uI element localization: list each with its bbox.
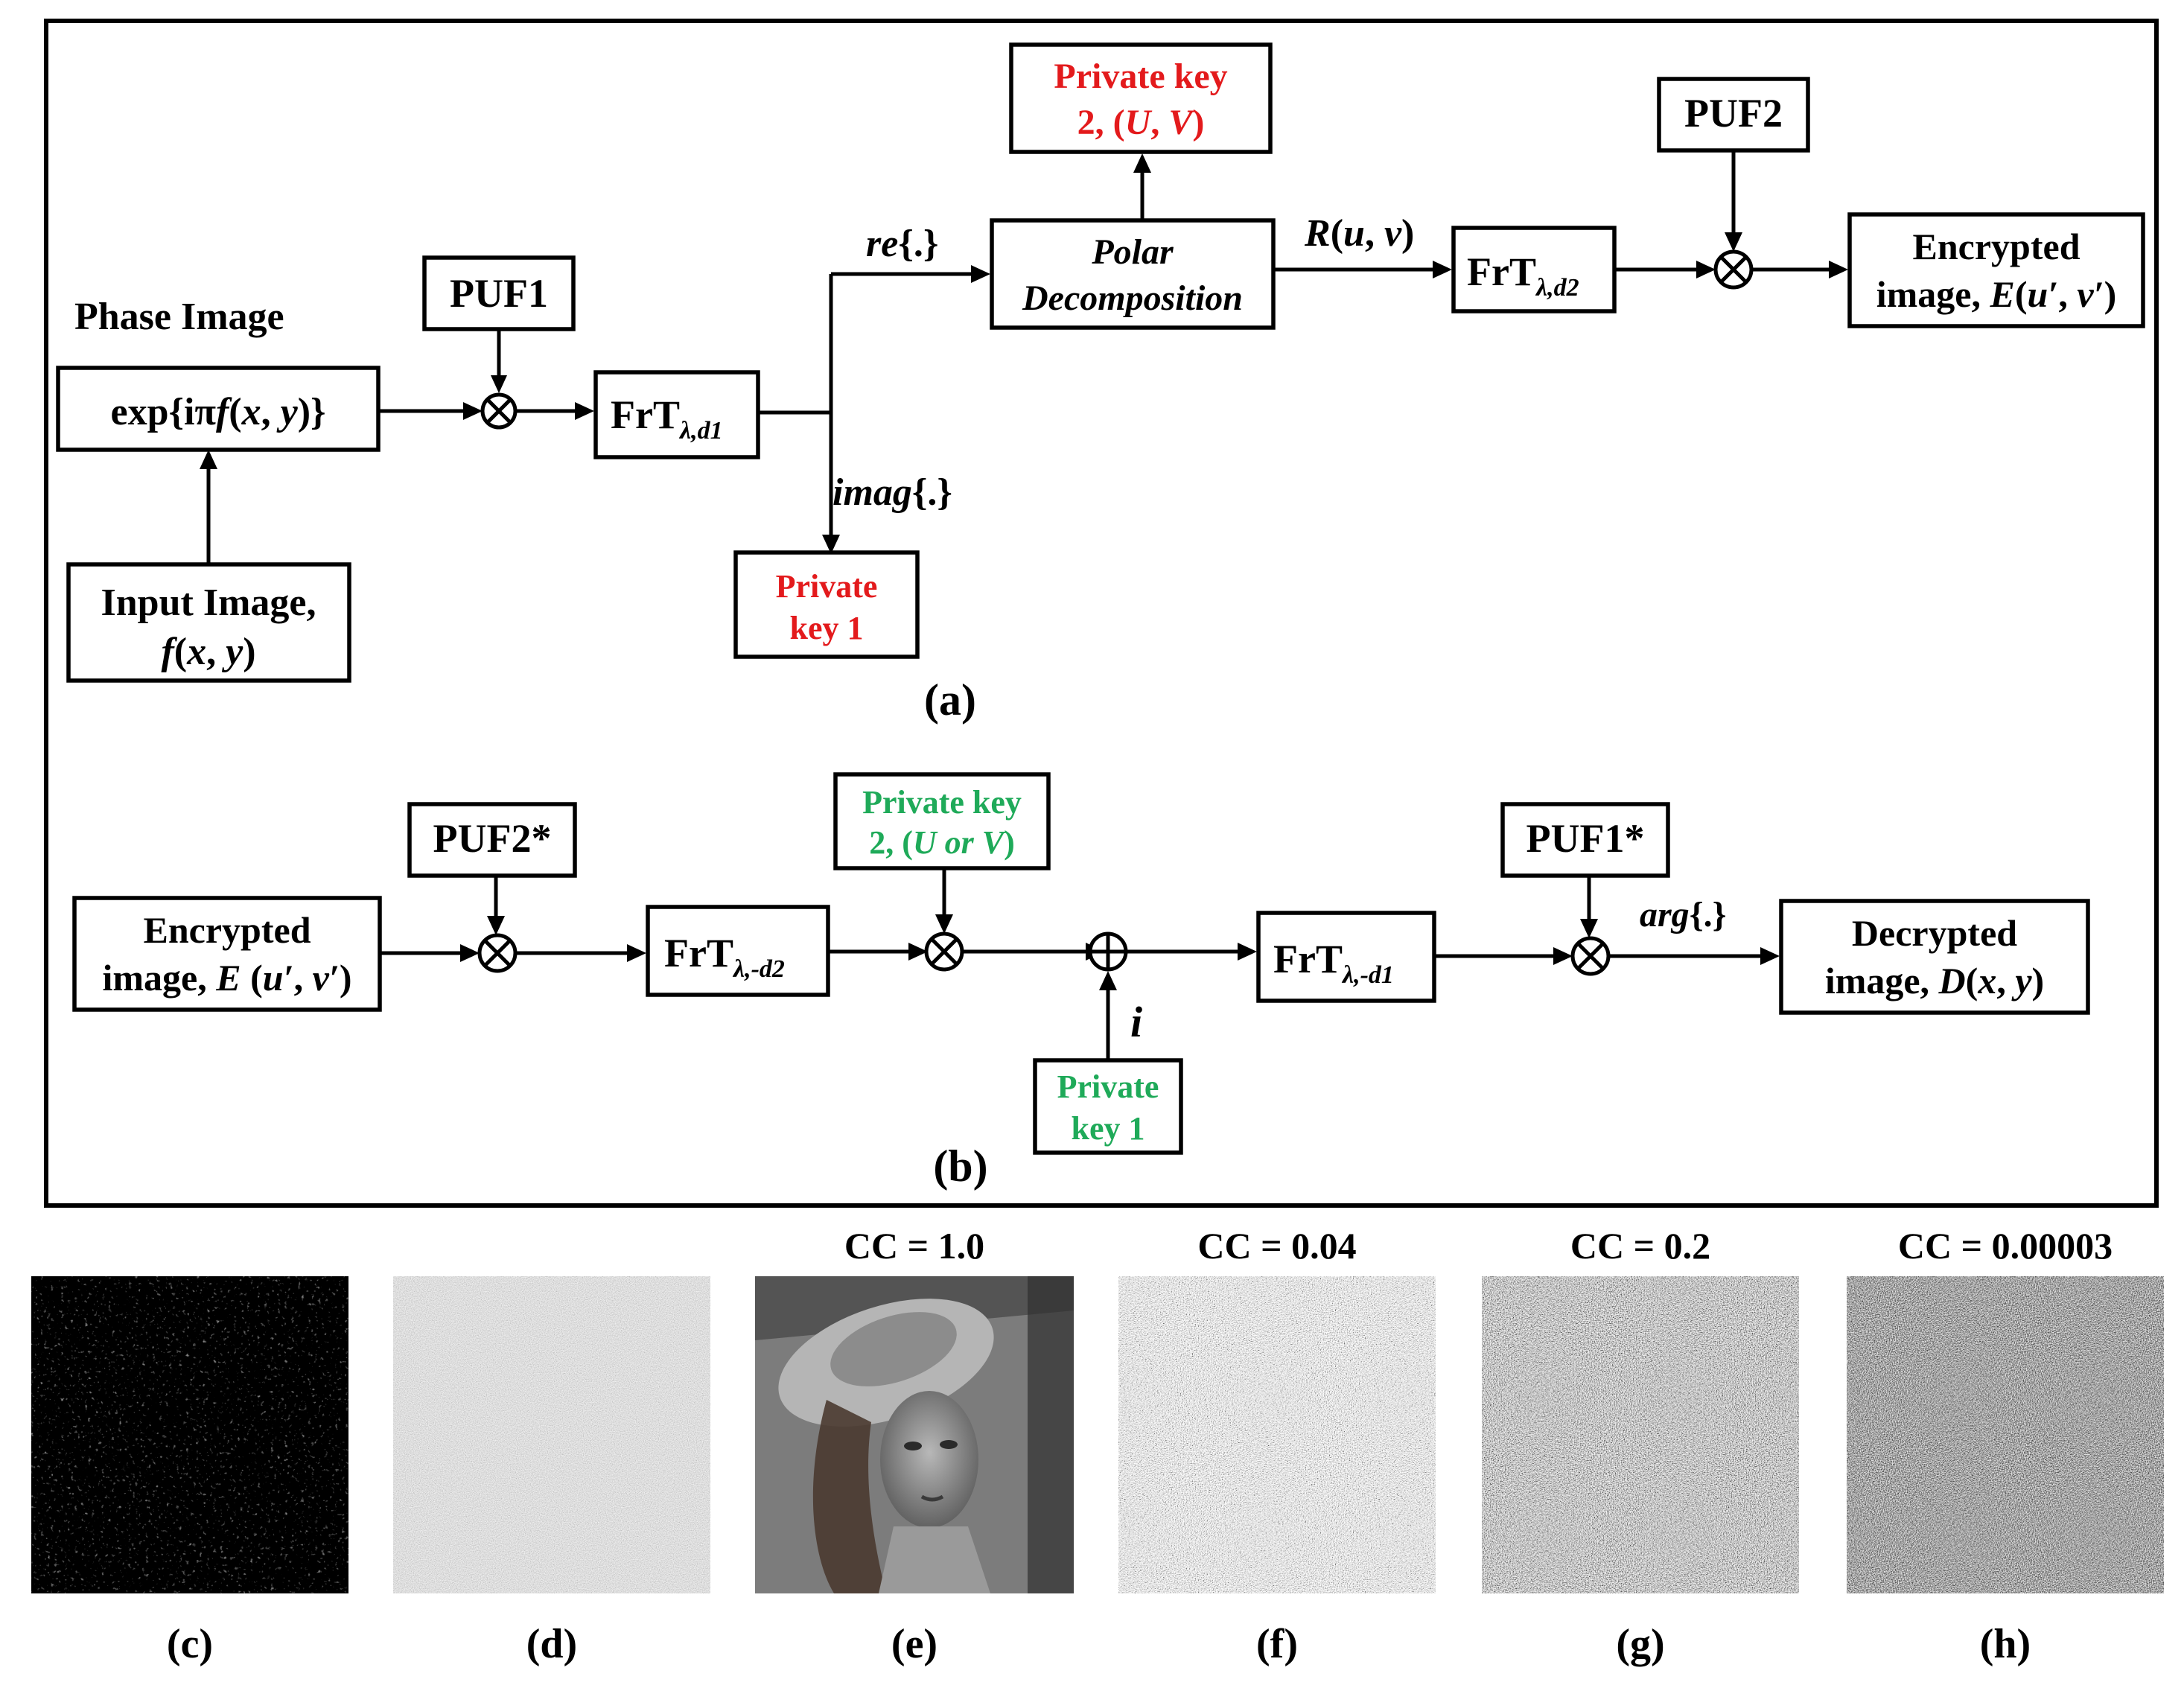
cc-g: CC = 0.2 [1570, 1225, 1710, 1267]
arg-label: arg{.} [1640, 895, 1727, 934]
thumbnails-row: (c) (d) CC = 1.0 (e) CC = [31, 1225, 2164, 1667]
svg-text:Decomposition: Decomposition [1022, 278, 1243, 318]
svg-text:Encrypted: Encrypted [144, 909, 311, 951]
encrypted-image-label-a: image, E(u′, v′) [1876, 273, 2117, 315]
outer-frame [44, 19, 2159, 1208]
thumbnail-f: CC = 0.04 (f) [1118, 1225, 1436, 1667]
multiply-node-1 [480, 392, 518, 430]
i-label: i [1130, 998, 1142, 1046]
encrypted-image-box-a: Encrypted image, E(u′, v′) [1847, 212, 2145, 328]
thumbnail-c: (c) [31, 1276, 348, 1667]
caption-d: (d) [526, 1621, 577, 1667]
frt-d1-label: FrTλ,d1 [611, 392, 723, 445]
caption-b: (b) [933, 1141, 987, 1191]
input-image-box: Input Image, f(x, y) [66, 562, 351, 683]
caption-f: (f) [1256, 1621, 1298, 1667]
frt-d2-box: FrTλ,d2 [1451, 226, 1617, 313]
multiply-node-4 [924, 931, 964, 972]
svg-text:Private: Private [776, 568, 878, 605]
add-node [1088, 931, 1128, 972]
caption-c: (c) [167, 1621, 213, 1667]
multiply-node-2 [1713, 249, 1754, 290]
svg-text:Encrypted: Encrypted [1913, 226, 2080, 267]
private-key1-box-a: Private key 1 [733, 550, 920, 659]
svg-text:Decrypted: Decrypted [1852, 912, 2017, 954]
puf1-box: PUF1 [422, 255, 576, 331]
private-key2-box-a: Private key 2, (U, V) [1009, 42, 1273, 154]
svg-text:Polar: Polar [1091, 232, 1174, 272]
puf1-star-box: PUF1* [1500, 802, 1670, 878]
cc-e: CC = 1.0 [844, 1225, 984, 1267]
thumbnail-e: CC = 1.0 (e) [755, 1225, 1074, 1667]
svg-text:Private key: Private key [1054, 57, 1227, 96]
phase-image-title: Phase Image [74, 296, 284, 338]
re-label: re{.} [866, 223, 938, 265]
cc-h: CC = 0.00003 [1898, 1225, 2113, 1267]
private-key2-u-or-v: 2, (U or V) [869, 824, 1015, 861]
svg-text:PUF1*: PUF1* [1526, 816, 1645, 861]
caption-a: (a) [924, 675, 976, 724]
frt-minus-d1-box: FrTλ,-d1 [1256, 911, 1436, 1003]
frt-minus-d2-label: FrTλ,-d2 [664, 931, 785, 983]
puf2-box: PUF2 [1657, 77, 1810, 153]
input-image-fxy: f(x, y) [161, 631, 255, 673]
thumbnail-h: CC = 0.00003 (h) [1847, 1225, 2164, 1667]
imag-label: imag{.} [832, 471, 952, 514]
svg-text:PUF2*: PUF2* [433, 816, 552, 861]
caption-g: (g) [1616, 1621, 1664, 1667]
frt-minus-d2-box: FrTλ,-d2 [646, 905, 830, 997]
svg-text:key 1: key 1 [1072, 1110, 1145, 1147]
decrypted-image-box: Decrypted image, D(x, y) [1779, 899, 2090, 1015]
thumbnail-d: (d) [393, 1276, 710, 1667]
decrypted-image-label: image, D(x, y) [1825, 960, 2044, 1001]
svg-text:PUF2: PUF2 [1684, 91, 1783, 136]
exp-formula: exp{iπf(x, y)} [111, 391, 326, 433]
private-key2-box-b: Private key 2, (U or V) [833, 772, 1051, 870]
caption-e: (e) [891, 1621, 937, 1667]
private-key2-uv: 2, (U, V) [1077, 103, 1205, 142]
encrypted-image-box-b: Encrypted image, E (u′, v′) [72, 896, 382, 1012]
frt-d1-box: FrTλ,d1 [593, 370, 760, 459]
svg-text:Private key: Private key [862, 784, 1022, 821]
frt-d2-label: FrTλ,d2 [1467, 249, 1579, 302]
thumbnail-g: CC = 0.2 (g) [1482, 1225, 1799, 1667]
panel-a: Phase Image exp{iπf(x, y)} Input Image, … [56, 42, 2145, 724]
puf2-star-box: PUF2* [407, 802, 577, 878]
cc-f: CC = 0.04 [1197, 1225, 1356, 1267]
svg-text:PUF1: PUF1 [450, 271, 548, 316]
frt-minus-d1-label: FrTλ,-d1 [1273, 937, 1394, 989]
multiply-node-5 [1570, 936, 1611, 976]
svg-text:Private: Private [1057, 1068, 1159, 1105]
svg-text:key 1: key 1 [790, 610, 864, 646]
caption-h: (h) [1980, 1621, 2031, 1667]
encrypted-image-label-b: image, E (u′, v′) [102, 957, 351, 999]
panel-b: Encrypted image, E (u′, v′) PUF2* FrTλ,-… [72, 772, 2090, 1191]
input-image-label: Input Image, [101, 582, 316, 624]
polar-decomposition-box: Polar Decomposition [990, 218, 1276, 330]
exp-phase-box: exp{iπf(x, y)} [56, 366, 381, 452]
private-key1-box-b: Private key 1 [1033, 1058, 1183, 1155]
multiply-node-3 [477, 933, 518, 973]
r-uv-label: R(u, v) [1304, 212, 1414, 255]
